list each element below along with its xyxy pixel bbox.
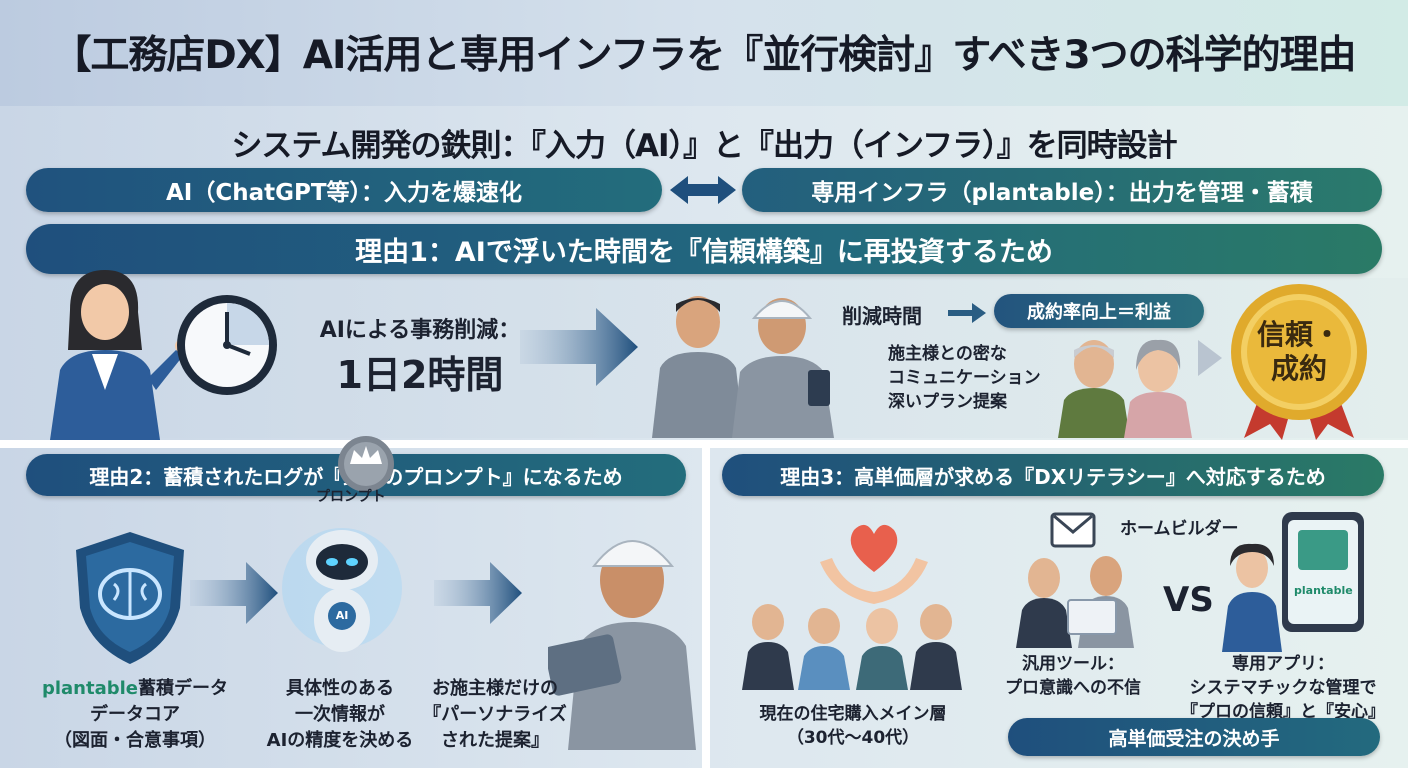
senior-couple-illustration (1058, 339, 1192, 438)
section-divider (0, 440, 1408, 448)
subtitle: システム開発の鉄則：『入力（AI）』と『出力（インフラ）』を同時設計 (231, 128, 1177, 164)
robot-ai-label: AI (335, 609, 349, 622)
businesswoman-illustration (50, 270, 189, 440)
arrow-right-icon (520, 308, 638, 386)
time-saved-label: 削減時間 (842, 304, 922, 328)
mail-icon (1050, 512, 1096, 548)
personalized-caption: お施主様だけの 『パーソナライズ された提案』 (410, 676, 580, 754)
desc-line: 施主様との密な (888, 344, 1007, 364)
high-price-win-pill: 高単価受注の決め手 (1008, 718, 1380, 756)
arrow-right-small-icon (948, 303, 986, 323)
clock-icon (177, 295, 277, 395)
construction-worker-illustration (548, 540, 696, 750)
young-buyers-illustration (742, 604, 962, 690)
dedicated-line: 『プロの信頼』と『安心』 (1181, 702, 1385, 722)
heart-hands-icon (820, 524, 928, 604)
page-title: 【工務店DX】AI活用と専用インフラを『並行検討』すべき3つの科学的理由 (52, 33, 1356, 78)
desc-line: 深いプラン提案 (888, 392, 1007, 412)
col3-line: された提案』 (441, 730, 549, 751)
generic-tool-caption: 汎用ツール： プロ意識への不信 (978, 652, 1168, 700)
generic-tool-staff-illustration (1016, 556, 1134, 648)
col2-line: 一次情報が (295, 704, 385, 725)
title-band (0, 0, 1408, 106)
dedicated-app-illustration (1222, 512, 1364, 652)
buyers-line: （30代〜40代） (786, 728, 920, 748)
dedicated-app-caption: 専用アプリ： システマチックな管理で 『プロの信頼』と『安心』 (1168, 652, 1398, 724)
reason1-heading: 理由1：AIで浮いた時間を『信頼構築』に再投資するため (26, 224, 1382, 274)
col2-line: 具体性のある (286, 678, 394, 699)
reduction-label: AIによる事務削減： (319, 318, 521, 343)
dedicated-line: システマチックな管理で (1189, 678, 1377, 698)
home-builder-label: ホームビルダー (1120, 519, 1239, 539)
reduction-value: 1日2時間 (336, 353, 504, 397)
reason3-heading: 理由3：高単価層が求める『DXリテラシー』へ対応するため (722, 454, 1384, 496)
chevron-right-icon (1198, 340, 1222, 376)
ai-input-pill: AI（ChatGPT等）：入力を爆速化 (26, 168, 662, 212)
col1-line: データコア (90, 704, 180, 725)
vs-label: VS (1163, 580, 1214, 620)
medal-line: 信頼・ (1256, 318, 1341, 351)
buyers-line: 現在の住宅購入メイン層 (759, 704, 947, 724)
brain-shield-icon (76, 532, 184, 664)
communication-desc: 施主様との密な コミュニケーション 深いプラン提案 (888, 342, 1041, 414)
medal-line: 成約 (1270, 352, 1327, 385)
arrow-right-icon (190, 562, 278, 624)
infra-output-pill: 専用インフラ（plantable）：出力を管理・蓄積 (742, 168, 1382, 212)
double-arrow-icon (670, 176, 736, 204)
col3-line: 『パーソナライズ (423, 704, 567, 725)
robot-icon (282, 528, 402, 652)
col3-line: お施主様だけの (432, 678, 558, 699)
trust-medal: 信頼・ 成約 (1224, 280, 1374, 440)
col1-line: （図面・合意事項） (54, 730, 216, 751)
dedicated-line: 専用アプリ： (1232, 654, 1334, 674)
plantable-brand: plantable (41, 678, 139, 699)
col2-line: AIの精度を決める (266, 730, 414, 751)
builders-illustration (652, 296, 834, 438)
prompt-badge-icon (338, 436, 394, 492)
column-divider (702, 448, 710, 768)
buyers-caption: 現在の住宅購入メイン層 （30代〜40代） (728, 702, 978, 750)
prompt-badge-label: プロンプト (316, 489, 386, 505)
desc-line: コミュニケーション (888, 368, 1041, 388)
profit-pill: 成約率向上＝利益 (994, 294, 1204, 328)
generic-line: 汎用ツール： (1022, 654, 1124, 674)
data-core-caption: plantable蓄積データ データコア （図面・合意事項） (20, 676, 250, 754)
generic-line: プロ意識への不信 (1005, 678, 1141, 698)
primary-info-caption: 具体性のある 一次情報が AIの精度を決める (250, 676, 430, 754)
col1-line: 蓄積データ (138, 678, 229, 699)
medal-icon (1231, 284, 1367, 440)
arrow-right-icon (434, 562, 522, 624)
phone-brand-label: plantable (1294, 584, 1353, 597)
